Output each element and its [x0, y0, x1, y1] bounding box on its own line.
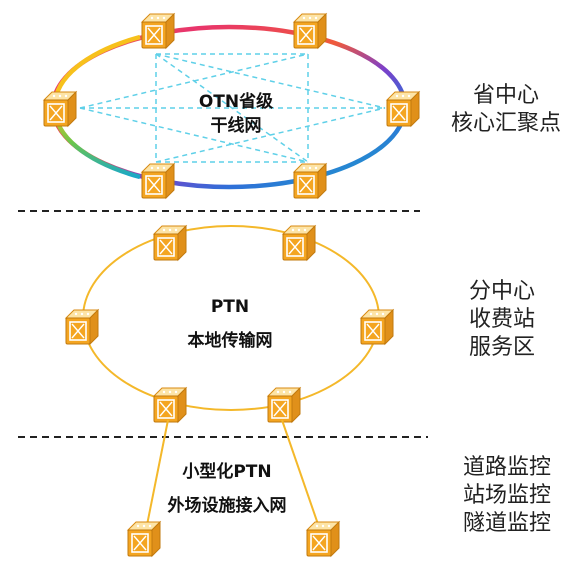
ptn-title-line1: PTN [210, 297, 250, 317]
ptn-side-label: 分中心 收费站 服务区 [452, 278, 552, 362]
network-node-icon [282, 225, 316, 261]
otn-title-line2: 干线网 [210, 116, 262, 136]
access-side-label-line: 道路监控 [462, 455, 551, 480]
network-node-icon [141, 163, 175, 199]
otn-title-line1: OTN省级 [198, 92, 274, 112]
ptn-side-label-line: 分中心 [468, 279, 535, 304]
network-node-icon [360, 309, 394, 345]
access-link-right [281, 419, 321, 531]
access-title-line1: 小型化PTN [182, 462, 272, 482]
otn-side-label-line: 核心汇聚点 [450, 111, 561, 136]
network-node-icon [43, 91, 77, 127]
network-node-icon [293, 163, 327, 199]
network-node-icon [153, 387, 187, 423]
access-link-left [145, 419, 169, 531]
access-side-label-line: 站场监控 [462, 483, 551, 508]
access-side-label: 道路监控 站场监控 隧道监控 [452, 454, 562, 538]
network-node-icon [153, 225, 187, 261]
otn-side-label-line: 省中心 [472, 83, 539, 108]
network-node-icon [293, 13, 327, 49]
ptn-side-label-line: 收费站 [468, 307, 535, 332]
network-node-icon [127, 521, 161, 557]
ptn-ring [82, 225, 380, 411]
network-node-icon [141, 13, 175, 49]
otn-mesh [79, 53, 386, 163]
network-node-icon [267, 387, 301, 423]
network-node-icon [65, 309, 99, 345]
network-node-icon [306, 521, 340, 557]
network-node-icon [386, 91, 420, 127]
access-title-line2: 外场设施接入网 [167, 496, 287, 516]
otn-side-label: 省中心 核心汇聚点 [446, 82, 566, 138]
ptn-side-label-line: 服务区 [468, 335, 535, 360]
ptn-title-line2: 本地传输网 [187, 331, 273, 351]
access-side-label-line: 隧道监控 [462, 511, 551, 536]
